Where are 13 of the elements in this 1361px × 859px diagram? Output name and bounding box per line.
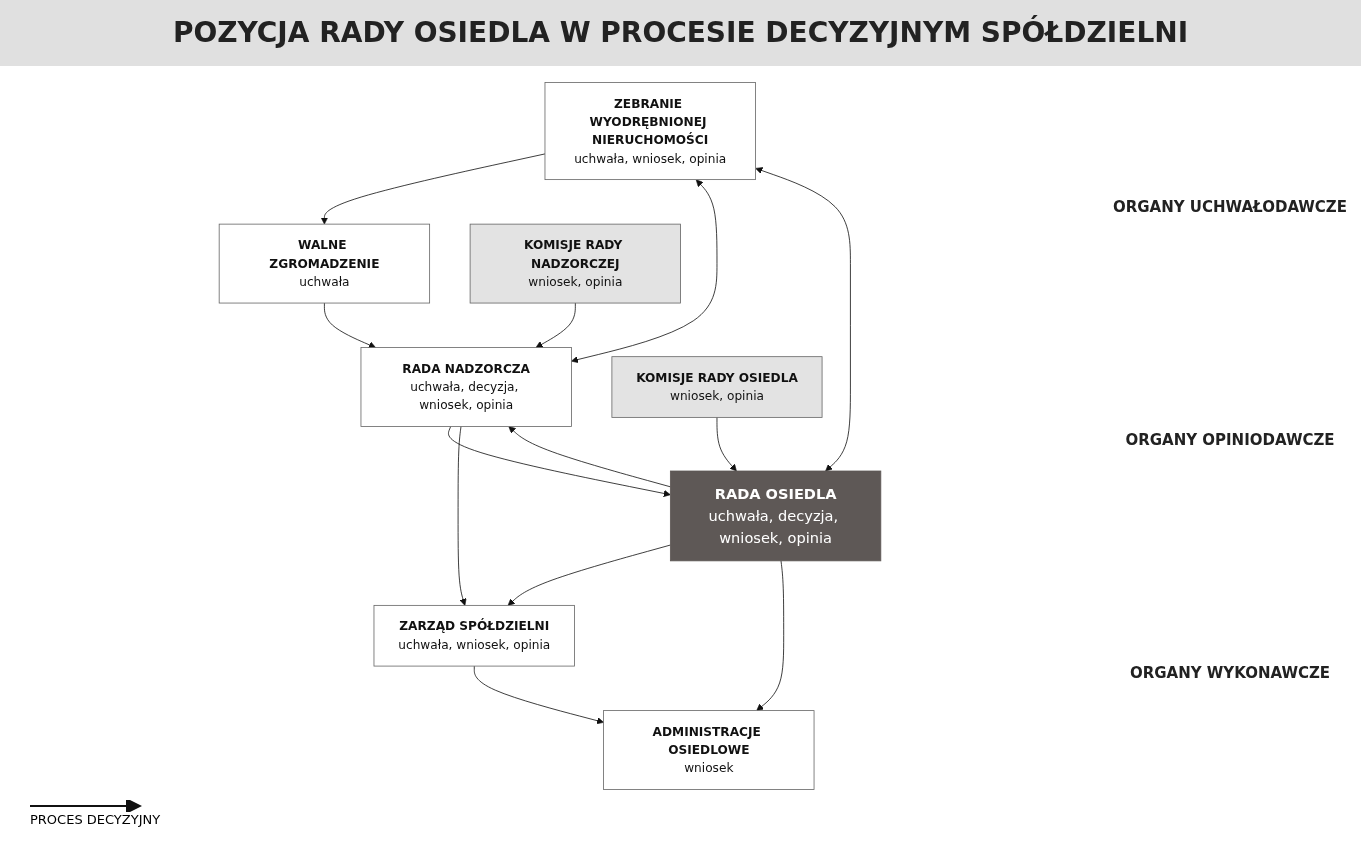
node-box: RADA OSIEDLA uchwała, decyzja, wniosek, opinia bbox=[669, 470, 882, 562]
section-label: ORGANY OPINIODAWCZE bbox=[1124, 431, 1336, 449]
node-box: KOMISJE RADY NADZORCZEJ wniosek, opinia bbox=[469, 223, 681, 304]
node-box: KOMISJE RADY OSIEDLA wniosek, opinia bbox=[611, 356, 823, 418]
diagram-title: POZYCJA RADY OSIEDLA W PROCESIE DECYZYJNYM SPÓŁDZIELNI bbox=[0, 0, 1361, 66]
node-box: WALNE ZGROMADZENIE uchwała bbox=[218, 223, 431, 304]
section-label: ORGANY UCHWAŁODAWCZE bbox=[1112, 197, 1348, 216]
node-box: RADA NADZORCZA uchwała, decyzja, wniosek, opinia bbox=[360, 347, 572, 427]
node-box: ADMINISTRACJE OSIEDLOWE wniosek bbox=[603, 710, 815, 790]
section-label: ORGANY WYKONAWCZE bbox=[1128, 664, 1332, 683]
node-box: ZEBRANIE WYODRĘBNIONEJ NIERUCHOMOŚCI uchwała, wniosek, opinia bbox=[544, 82, 756, 180]
legend-text: PROCES DECYZYJNY bbox=[30, 812, 161, 827]
node-box: ZARZĄD SPÓŁDZIELNI uchwała, wniosek, opinia bbox=[373, 604, 575, 667]
